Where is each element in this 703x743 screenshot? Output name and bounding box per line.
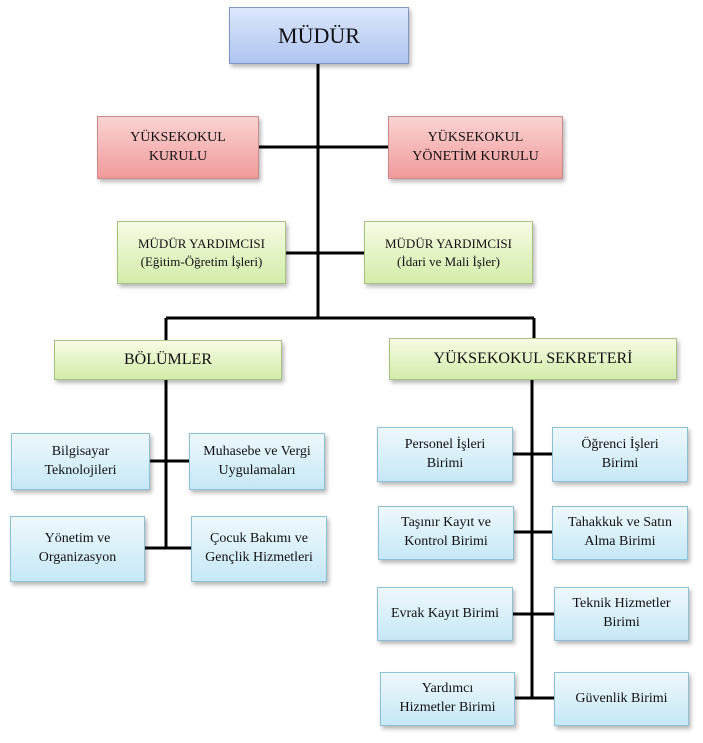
- management-board-box: YÜKSEKOKUL YÖNETİM KURULU: [388, 116, 563, 179]
- departments-label: BÖLÜMLER: [124, 351, 212, 369]
- vice-director-admin-box: MÜDÜR YARDIMCISI (İdari ve Mali İşler): [364, 221, 533, 284]
- movable-property-label: Taşınır Kayıt ve Kontrol Birimi: [401, 515, 491, 549]
- student-affairs-label: Öğrenci İşleri Birimi: [581, 436, 659, 471]
- secretary-box: YÜKSEKOKUL SEKRETERİ: [389, 338, 677, 380]
- school-board-label: YÜKSEKOKUL KURULU: [130, 129, 226, 164]
- technical-services-box: Teknik Hizmetler Birimi: [554, 587, 689, 641]
- personnel-label: Personel İşleri Birimi: [404, 436, 486, 471]
- director-box: MÜDÜR: [229, 7, 409, 64]
- accounting-tax-box: Muhasebe ve Vergi Uygulamaları: [189, 433, 325, 490]
- personnel-box: Personel İşleri Birimi: [377, 427, 513, 482]
- school-board-box: YÜKSEKOKUL KURULU: [97, 116, 259, 179]
- security-box: Güvenlik Birimi: [554, 672, 689, 726]
- vice-director-education-box: MÜDÜR YARDIMCISI (Eğitim-Öğretim İşleri): [117, 221, 286, 284]
- accrual-purchase-label: Tahakkuk ve Satın Alma Birimi: [568, 515, 672, 549]
- management-org-box: Yönetim ve Organizasyon: [10, 516, 145, 582]
- management-org-label: Yönetim ve Organizasyon: [38, 531, 117, 565]
- management-board-label: YÜKSEKOKUL YÖNETİM KURULU: [412, 129, 539, 164]
- departments-box: BÖLÜMLER: [54, 340, 282, 380]
- document-registry-box: Evrak Kayıt Birimi: [377, 587, 513, 641]
- security-label: Güvenlik Birimi: [575, 690, 668, 706]
- accrual-purchase-box: Tahakkuk ve Satın Alma Birimi: [552, 506, 688, 560]
- computer-tech-label: Bilgisayar Teknolojileri: [44, 443, 117, 478]
- vice-director-education-label: MÜDÜR YARDIMCISI (Eğitim-Öğretim İşleri): [137, 235, 265, 269]
- child-care-label: Çocuk Bakımı ve Gençlik Hizmetleri: [205, 531, 313, 565]
- secretary-label: YÜKSEKOKUL SEKRETERİ: [433, 350, 633, 368]
- director-label: MÜDÜR: [278, 22, 360, 48]
- support-services-label: Yardımcı Hizmetler Birimi: [399, 681, 496, 715]
- accounting-tax-label: Muhasebe ve Vergi Uygulamaları: [203, 443, 311, 478]
- document-registry-label: Evrak Kayıt Birimi: [390, 605, 500, 621]
- vice-director-admin-label: MÜDÜR YARDIMCISI (İdari ve Mali İşler): [384, 235, 512, 269]
- computer-tech-box: Bilgisayar Teknolojileri: [11, 433, 150, 490]
- support-services-box: Yardımcı Hizmetler Birimi: [380, 672, 515, 726]
- child-care-box: Çocuk Bakımı ve Gençlik Hizmetleri: [191, 516, 327, 582]
- technical-services-label: Teknik Hizmetler Birimi: [572, 596, 671, 630]
- movable-property-box: Taşınır Kayıt ve Kontrol Birimi: [378, 506, 514, 560]
- student-affairs-box: Öğrenci İşleri Birimi: [552, 427, 688, 482]
